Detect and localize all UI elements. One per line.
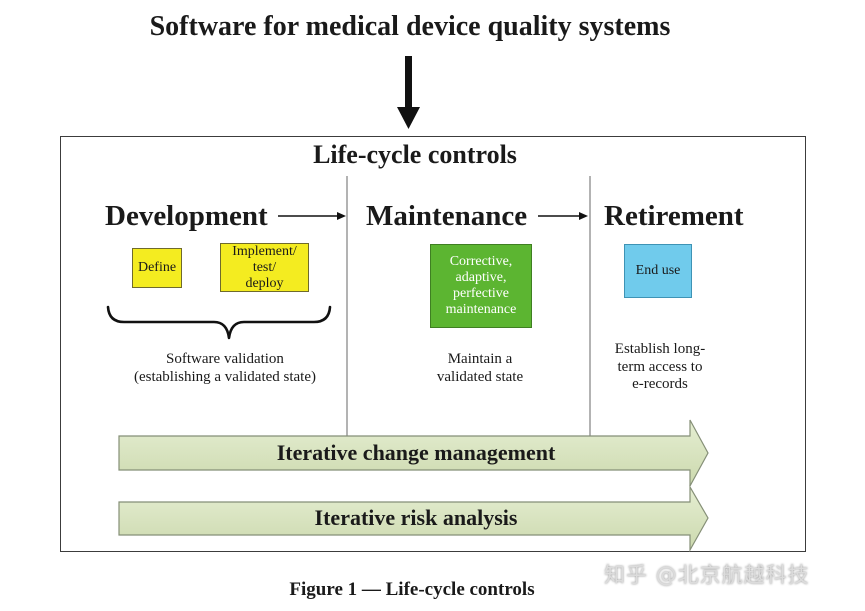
down-arrow-head [397, 107, 420, 129]
lifecycle-panel [60, 136, 806, 552]
band-arrow-shape [118, 484, 709, 553]
box-line: test/ [252, 259, 277, 275]
box-line: Implement/ [232, 243, 297, 259]
note-line: Software validation [166, 351, 284, 367]
end-use-box-label: End use [635, 263, 681, 278]
watermark: 知乎 @北京航越科技 [604, 563, 810, 587]
maintenance-types-box: Corrective, adaptive, perfective mainten… [430, 244, 532, 328]
arrow-right-icon [337, 212, 346, 220]
band-label: Iterative change management [277, 440, 556, 465]
figure-caption: Figure 1 — Life-cycle controls [289, 579, 535, 600]
phase-retirement-title: Retirement [604, 200, 744, 232]
box-line: adaptive, [455, 270, 507, 285]
note-line: Establish long- [614, 341, 706, 357]
implement-test-deploy-box: Implement/ test/ deploy [220, 243, 309, 292]
maintenance-note: Maintain a validated state [410, 350, 550, 386]
define-box: Define [132, 248, 182, 288]
arrow-development-to-maintenance [278, 212, 346, 220]
note-line: e-records [632, 376, 688, 392]
curly-brace [106, 305, 332, 340]
arrow-maintenance-to-retirement [538, 212, 588, 220]
diagram-title: Software for medical device quality syst… [149, 11, 671, 42]
end-use-box: End use [624, 244, 692, 298]
define-box-label: Define [137, 260, 177, 275]
panel-title: Life-cycle controls [313, 140, 517, 169]
box-line: Corrective, [449, 254, 513, 269]
down-arrow-shaft [405, 56, 412, 110]
band-risk-analysis: Iterative risk analysis [118, 484, 709, 553]
note-line: Maintain a [447, 351, 513, 367]
box-line: deploy [245, 275, 284, 291]
retirement-note: Establish long- term access to e-records [590, 341, 730, 394]
box-line: maintenance [445, 302, 517, 317]
band-label: Iterative risk analysis [315, 505, 518, 530]
band-change-management: Iterative change management [118, 419, 709, 487]
arrow-right-icon [579, 212, 588, 220]
band-arrow-shape [118, 419, 709, 487]
development-note: Software validation (establishing a vali… [105, 350, 345, 386]
note-line: term access to [617, 358, 703, 375]
phase-development-title: Development [105, 200, 268, 232]
phase-maintenance-title: Maintenance [366, 200, 528, 232]
note-line: validated state [436, 369, 524, 385]
box-line: perfective [453, 286, 509, 301]
down-arrow-icon [397, 56, 420, 129]
note-line: (establishing a validated state) [133, 369, 317, 385]
